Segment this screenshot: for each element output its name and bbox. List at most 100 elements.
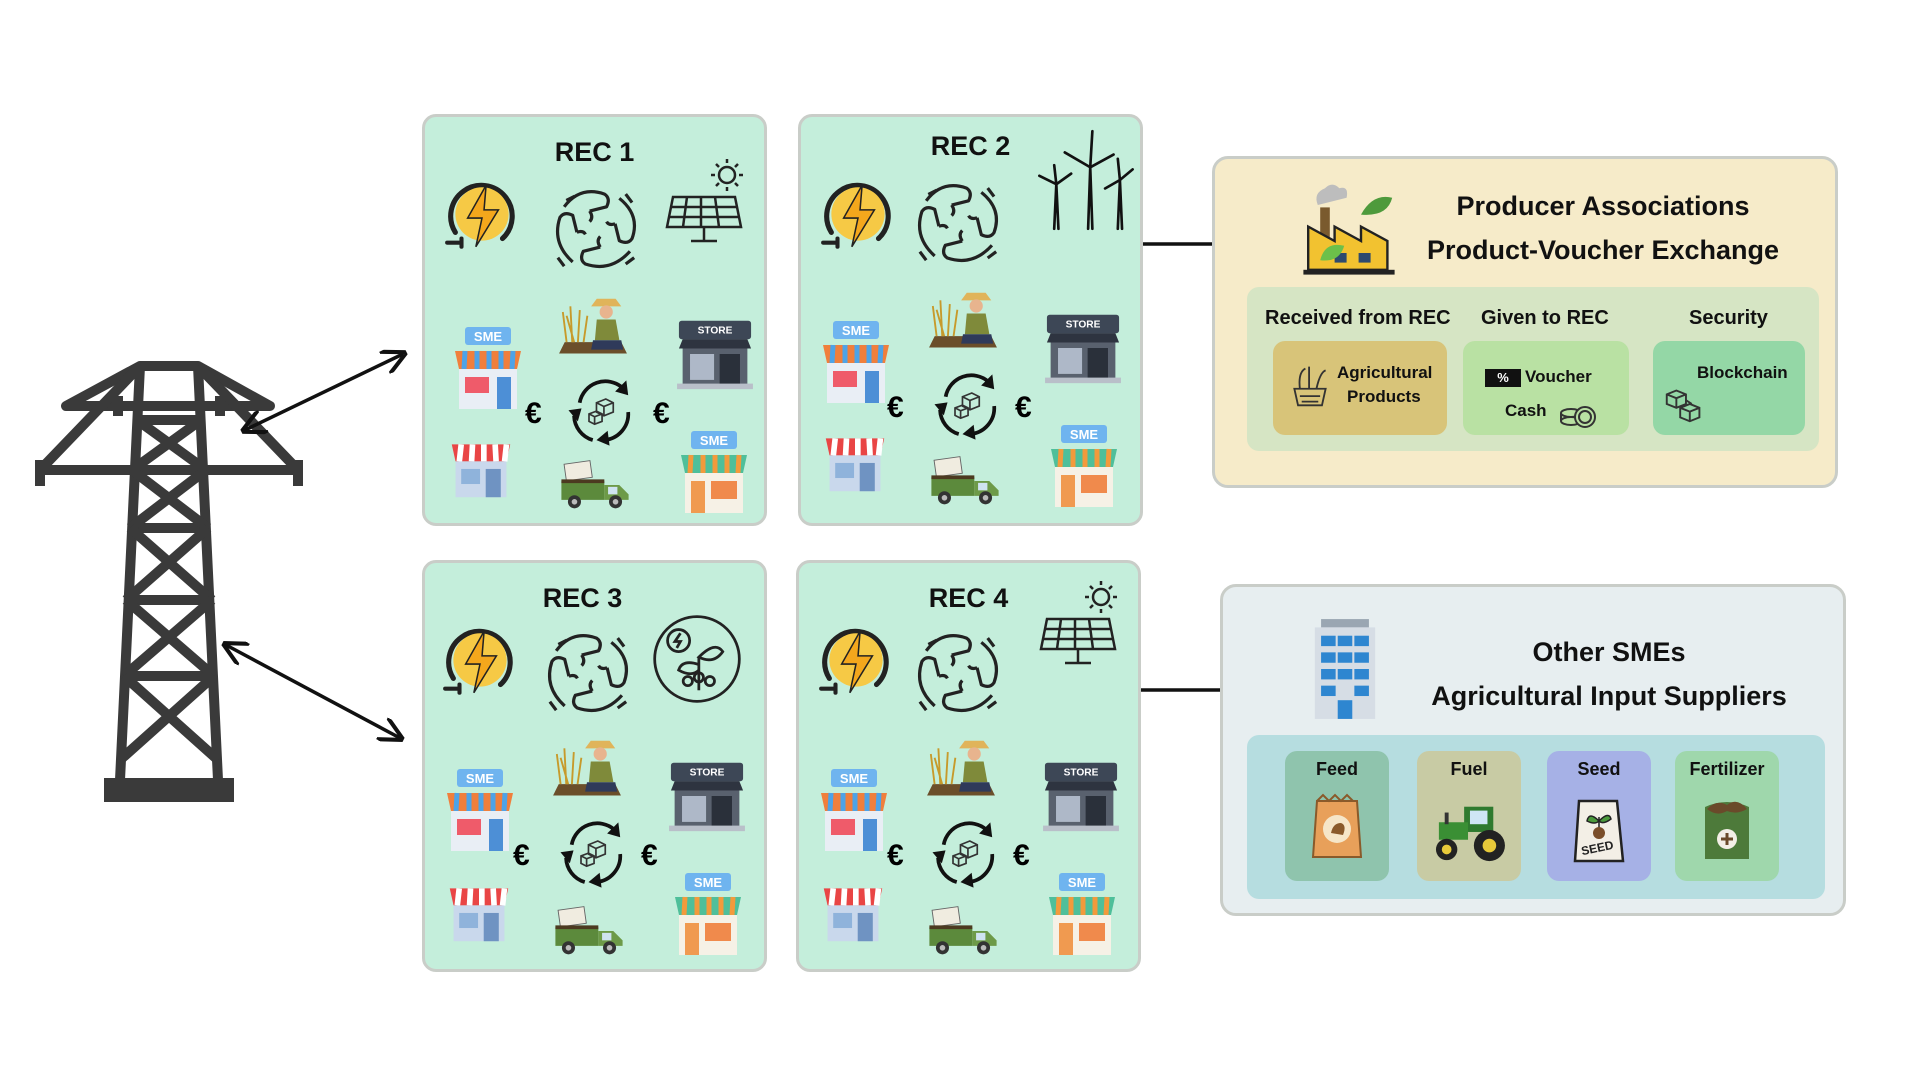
blockchain-cycle-icon xyxy=(561,371,645,455)
shop-icon xyxy=(817,879,889,945)
truck-icon xyxy=(923,903,1003,959)
rec-title: REC 3 xyxy=(542,583,623,613)
farmer-icon xyxy=(555,295,631,361)
handshake-circle-icon xyxy=(905,169,1011,275)
fertilizer-label: Fertilizer xyxy=(1689,759,1765,779)
sme-shop-icon: SME xyxy=(819,321,893,405)
sme-label: SME xyxy=(1070,427,1099,442)
arrow-grid-rec1 xyxy=(245,354,403,430)
producer-associations-panel: Producer Associations Product-Voucher Ex… xyxy=(1212,156,1838,488)
energy-icon xyxy=(441,175,523,257)
store-icon xyxy=(1041,311,1125,385)
euro-symbol: € xyxy=(1013,839,1030,872)
blockchain-label: Blockchain xyxy=(1697,363,1788,382)
euro-symbol: € xyxy=(887,391,904,424)
fertilizer-bag-icon xyxy=(1697,795,1757,865)
feed-card: Feed xyxy=(1285,751,1389,881)
tractor-icon xyxy=(1425,797,1513,865)
sme-shop-icon: SME xyxy=(443,769,517,853)
sme-shop-icon: SME xyxy=(1045,873,1119,957)
euro-symbol: € xyxy=(513,839,530,872)
fuel-card: Fuel xyxy=(1417,751,1521,881)
transmission-tower-icon xyxy=(35,361,303,802)
rec-title: REC 2 xyxy=(930,131,1011,161)
rec-title: REC 1 xyxy=(554,137,635,167)
blockchain-cycle-icon xyxy=(553,813,637,897)
seed-label: Seed xyxy=(1577,759,1621,779)
store-icon xyxy=(1039,759,1123,833)
producer-title-line2: Product-Voucher Exchange xyxy=(1426,235,1780,265)
sme-label: SME xyxy=(840,771,869,786)
other-smes-panel: Other SMEs Agricultural Input Suppliers … xyxy=(1220,584,1846,916)
truck-icon xyxy=(555,457,635,513)
green-energy-plant-icon xyxy=(651,613,743,705)
sme-label: SME xyxy=(842,323,871,338)
sme-shop-icon: SME xyxy=(817,769,891,853)
farmer-icon xyxy=(549,737,625,803)
agri-line1: Agricultural xyxy=(1337,363,1433,382)
col-given-to-rec: Given to REC xyxy=(1481,307,1609,329)
sme-shop-icon: SME xyxy=(671,873,745,957)
sme-shop-icon: SME xyxy=(1047,425,1121,509)
col-received-from-rec: Received from REC xyxy=(1265,307,1451,329)
euro-symbol: € xyxy=(641,839,658,872)
truck-icon xyxy=(549,903,629,959)
feed-label: Feed xyxy=(1315,759,1358,779)
sme-label: SME xyxy=(1068,875,1097,890)
handshake-circle-icon xyxy=(535,619,641,725)
blockchain-cycle-icon xyxy=(927,365,1011,449)
smes-title-line2: Agricultural Input Suppliers xyxy=(1431,681,1787,711)
euro-symbol: € xyxy=(887,839,904,872)
coins-icon xyxy=(1557,393,1597,433)
handshake-circle-icon xyxy=(905,619,1011,725)
fuel-label: Fuel xyxy=(1450,759,1488,779)
energy-icon xyxy=(439,621,521,703)
voucher-ticket-icon: % xyxy=(1485,369,1521,387)
voucher-label: Voucher xyxy=(1525,367,1592,386)
sme-shop-icon: SME xyxy=(451,327,525,411)
cash-label: Cash xyxy=(1505,401,1547,420)
sme-label: SME xyxy=(700,433,729,448)
agricultural-products-icon xyxy=(1287,363,1333,409)
exchange-table: Received from REC Given to REC Security … xyxy=(1247,287,1819,451)
producer-title-line1: Producer Associations xyxy=(1456,191,1750,221)
seed-card: Seed SEED xyxy=(1547,751,1651,881)
col-security: Security xyxy=(1689,307,1768,329)
handshake-circle-icon xyxy=(543,175,649,281)
smes-title-line1: Other SMEs xyxy=(1532,637,1686,667)
wind-turbine-icon xyxy=(1033,127,1139,233)
agri-line2: Products xyxy=(1347,387,1421,406)
shop-icon xyxy=(443,879,515,945)
rec-panel: REC 1 SME € € SME xyxy=(422,114,767,526)
truck-icon xyxy=(925,453,1005,509)
sme-label: SME xyxy=(466,771,495,786)
sme-shop-icon: SME xyxy=(677,431,751,515)
solar-panel-icon xyxy=(661,157,751,247)
agricultural-products-card: Agricultural Products xyxy=(1273,341,1447,435)
inputs-tray: Feed Fuel Seed SEED Fertilizer xyxy=(1247,735,1825,899)
euro-symbol: € xyxy=(525,397,542,430)
farmer-icon xyxy=(923,737,999,803)
rec-panel: REC 2 SME € € SME xyxy=(798,114,1143,526)
blockchain-icon xyxy=(1661,379,1709,427)
euro-symbol: € xyxy=(653,397,670,430)
solar-panel-icon xyxy=(1035,579,1125,669)
euro-symbol: € xyxy=(1015,391,1032,424)
energy-icon xyxy=(815,621,897,703)
sme-label: SME xyxy=(694,875,723,890)
blockchain-card: Blockchain xyxy=(1653,341,1805,435)
rec-panel: REC 4 SME € € SME xyxy=(796,560,1141,972)
fertilizer-card: Fertilizer xyxy=(1675,751,1779,881)
blockchain-cycle-icon xyxy=(925,813,1009,897)
rec-title: REC 4 xyxy=(928,583,1009,613)
store-icon xyxy=(665,759,749,833)
store-icon xyxy=(673,317,757,391)
farmer-icon xyxy=(925,289,1001,355)
voucher-cash-card: % Voucher Cash xyxy=(1463,341,1629,435)
shop-icon xyxy=(819,429,891,495)
energy-icon xyxy=(817,175,899,257)
rec-panel: REC 3 SME € € SME xyxy=(422,560,767,972)
arrow-grid-rec3 xyxy=(226,645,400,738)
feed-bag-icon xyxy=(1307,793,1367,863)
sme-label: SME xyxy=(474,329,503,344)
